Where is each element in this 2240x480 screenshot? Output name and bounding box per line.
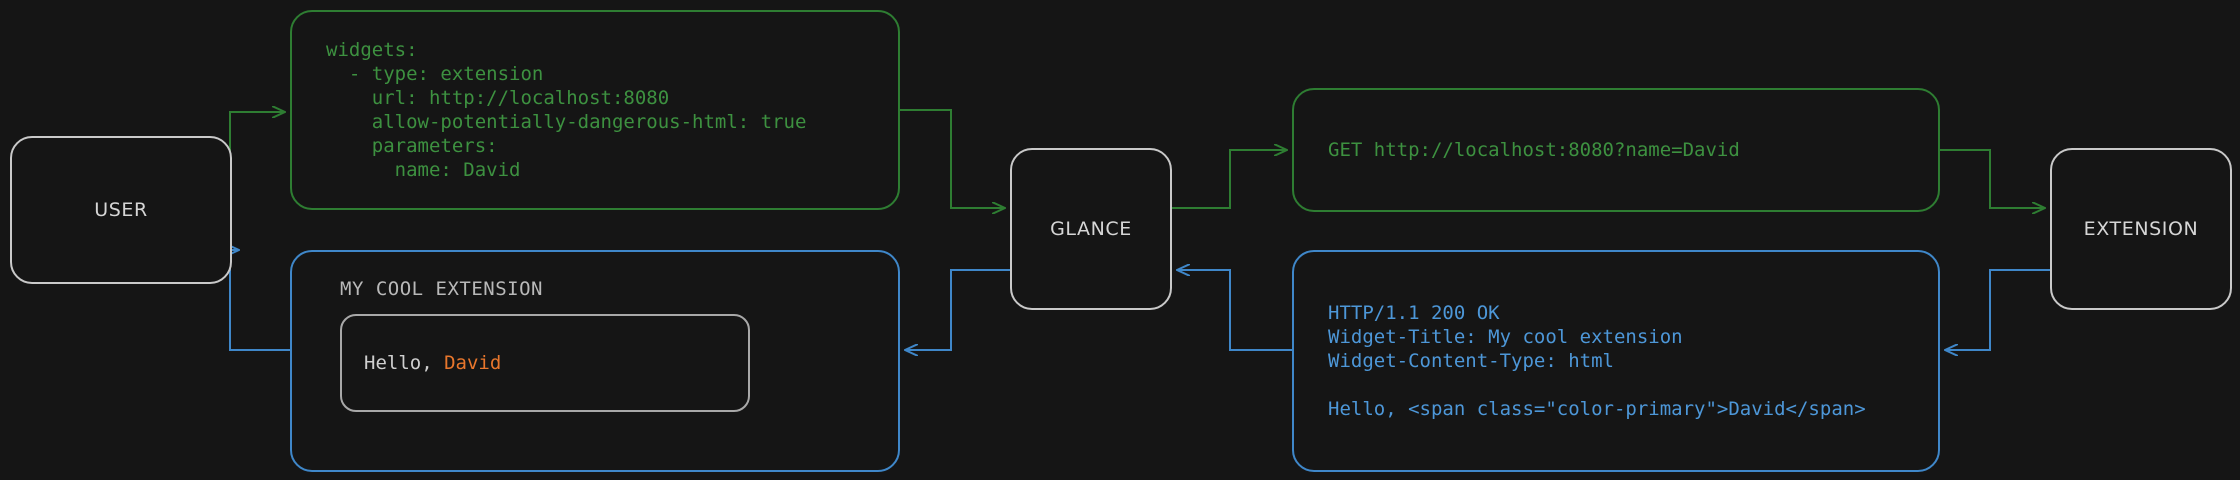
node-user[interactable]: USER <box>10 136 232 284</box>
node-user-label: USER <box>94 199 148 221</box>
config-yaml-text: widgets: - type: extension url: http://l… <box>326 39 807 181</box>
node-extension[interactable]: EXTENSION <box>2050 148 2232 310</box>
connector-extension-to-response <box>1946 269 2050 350</box>
http-request-text: GET http://localhost:8080?name=David <box>1328 139 1740 161</box>
node-glance-label: GLANCE <box>1050 218 1132 240</box>
http-response-box: HTTP/1.1 200 OK Widget-Title: My cool ex… <box>1292 250 1940 472</box>
node-extension-label: EXTENSION <box>2083 218 2199 240</box>
connector-widget-to-user <box>230 250 290 351</box>
connector-glance-to-request <box>1172 150 1286 209</box>
http-request-box: GET http://localhost:8080?name=David <box>1292 88 1940 212</box>
widget-name-accent: David <box>444 352 502 374</box>
widget-greeting-text: Hello, <box>364 352 445 374</box>
widget-preview-box: MY COOL EXTENSION Hello, David <box>290 250 900 472</box>
config-yaml-box: widgets: - type: extension url: http://l… <box>290 10 900 210</box>
widget-content-card: Hello, David <box>340 314 750 412</box>
connector-request-to-extension <box>1940 149 2044 208</box>
connector-config-to-glance <box>900 109 1004 208</box>
connector-response-to-glance <box>1178 270 1292 351</box>
node-glance[interactable]: GLANCE <box>1010 148 1172 310</box>
connector-glance-to-widget <box>906 269 1010 350</box>
http-response-text: HTTP/1.1 200 OK Widget-Title: My cool ex… <box>1328 302 1866 420</box>
widget-title: MY COOL EXTENSION <box>340 278 543 300</box>
